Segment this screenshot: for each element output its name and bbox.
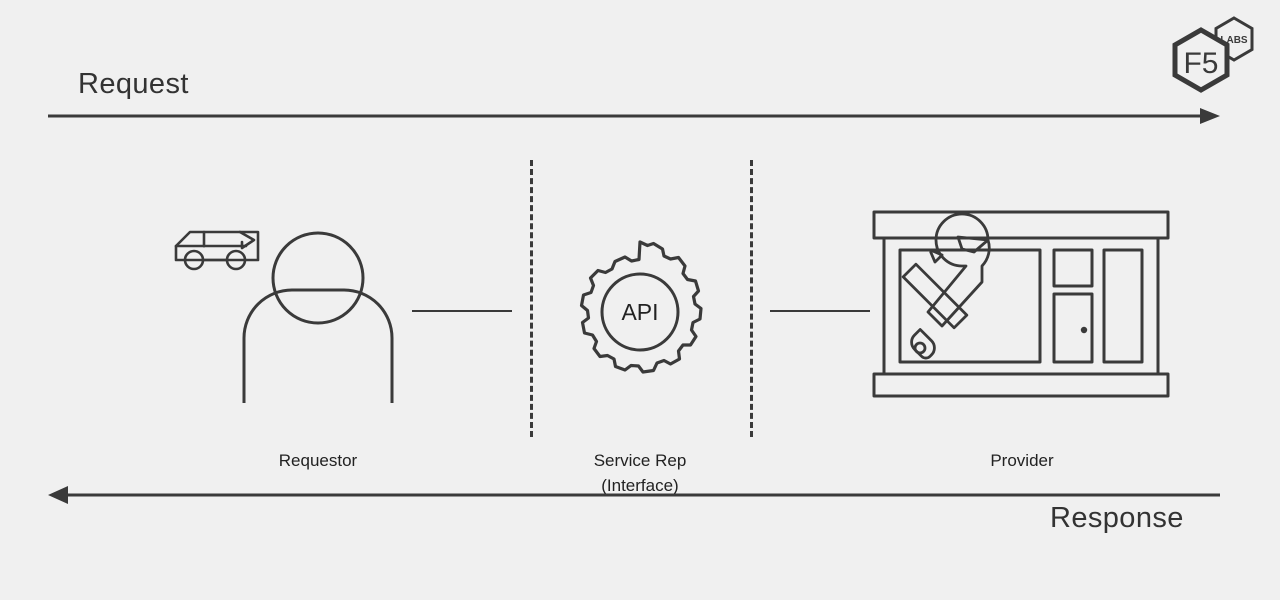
wrench — [926, 212, 991, 328]
logo-hex-large — [1172, 27, 1230, 93]
gear-inner-circle — [600, 272, 680, 352]
storefront-transom — [1052, 248, 1094, 288]
connector-servicerep-to-provider — [770, 310, 870, 312]
storefront-door — [1052, 292, 1094, 364]
gear-api-text: API — [621, 299, 658, 325]
logo-f5-text: F5 — [1183, 47, 1218, 80]
person-with-van-icon — [168, 198, 408, 405]
request-arrow-head — [1200, 108, 1220, 124]
storefront-awning — [872, 210, 1170, 240]
gear-api-icon: API — [566, 238, 714, 386]
storefront-window — [898, 248, 1042, 364]
logo-labs-text: LABS — [1220, 35, 1248, 46]
lane-divider-left — [530, 160, 533, 437]
response-arrow-head — [48, 486, 68, 504]
person-body — [242, 288, 394, 405]
screwdriver-tip — [929, 249, 944, 264]
request-label: Request — [78, 68, 189, 100]
request-arrow — [48, 104, 1220, 128]
gear-outline — [579, 240, 703, 374]
lane-caption-provider-line1: Provider — [990, 451, 1054, 470]
lane-divider-right — [750, 160, 753, 437]
storefront-base — [872, 372, 1170, 398]
lane-caption-service-rep: Service Rep (Interface) — [540, 448, 740, 498]
screwdriver-handle — [910, 328, 936, 360]
connector-requestor-to-servicerep — [412, 310, 512, 312]
person-head — [271, 231, 365, 325]
tools-icon — [901, 212, 991, 360]
lane-caption-provider: Provider — [902, 448, 1142, 473]
lane-caption-requestor-line1: Requestor — [278, 451, 358, 470]
f5-labs-logo: LABS F5 — [1164, 14, 1264, 94]
lane-caption-service-rep-line1: Service Rep — [593, 451, 687, 470]
response-label: Response — [1050, 502, 1184, 534]
screwdriver-shaft — [901, 262, 969, 330]
screwdriver-hole — [913, 341, 927, 355]
storefront-door-knob — [1080, 326, 1088, 334]
lane-caption-requestor: Requestor — [198, 448, 438, 473]
storefront-side-window — [1102, 248, 1144, 364]
repair-shop-storefront-icon — [870, 202, 1172, 400]
response-arrow — [48, 483, 1220, 507]
lane-caption-service-rep-line2: (Interface) — [601, 476, 679, 495]
van-icon — [174, 230, 260, 271]
